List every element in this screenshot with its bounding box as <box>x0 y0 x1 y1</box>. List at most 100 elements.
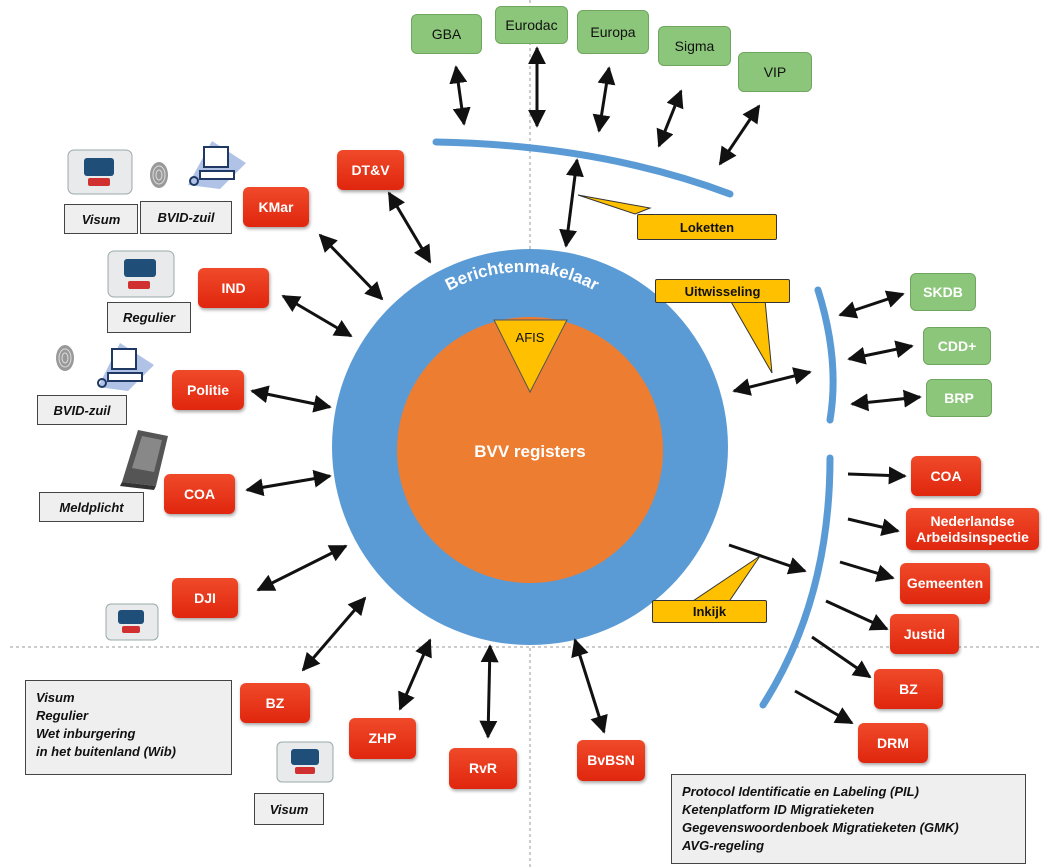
label-meldplicht: Meldplicht <box>39 492 144 522</box>
meldplicht-terminal-icon <box>120 430 168 490</box>
system-brp[interactable]: BRP <box>926 379 992 417</box>
system-europa[interactable]: Europa <box>577 10 649 54</box>
system-eurodac[interactable]: Eurodac <box>495 6 568 44</box>
system-europa-label: Europa <box>590 23 636 40</box>
callout-uitwisseling-label: Uitwisseling <box>684 283 761 299</box>
party-kmar[interactable]: KMar <box>243 187 309 227</box>
system-vip[interactable]: VIP <box>738 52 812 92</box>
party-rvr[interactable]: RvR <box>449 748 517 789</box>
afis-label: AFIS <box>516 330 545 345</box>
fingerprint-icon <box>56 345 74 371</box>
party-bvbsn[interactable]: BvBSN <box>577 740 645 781</box>
party-coa-left[interactable]: COA <box>164 474 235 514</box>
system-gba[interactable]: GBA <box>411 14 482 54</box>
label-bvid-zuil-mid: BVID-zuil <box>37 395 127 425</box>
label-bvid-zuil-top: BVID-zuil <box>140 201 232 234</box>
computer-terminal-icon <box>97 343 154 391</box>
center-label: BVV registers <box>474 442 586 461</box>
party-drm-label: DRM <box>877 734 909 751</box>
party-coa-left-label: COA <box>183 485 216 502</box>
note-right-line: AVG-regeling <box>682 838 765 853</box>
party-rvr-label: RvR <box>468 760 497 777</box>
label-regulier-text: Regulier <box>122 310 175 325</box>
party-gemeenten-label: Gemeenten <box>906 575 984 592</box>
party-dtv-label: DT&V <box>351 161 390 178</box>
note-left-line: Regulier <box>36 708 89 723</box>
party-kmar-label: KMar <box>258 198 294 215</box>
party-zhp-label: ZHP <box>368 730 397 747</box>
party-dtv[interactable]: DT&V <box>337 150 404 190</box>
system-cdd[interactable]: CDD+ <box>923 327 991 365</box>
label-visum-top: Visum <box>64 204 138 234</box>
label-visum-bottom-text: Visum <box>269 801 309 817</box>
party-bvbsn-label: BvBSN <box>587 752 635 769</box>
note-left-line: in het buitenland (Wib) <box>36 744 176 759</box>
party-arbeidsinspectie-label: Nederlandse Arbeidsinspectie <box>916 512 1029 545</box>
loketten-pointer <box>577 194 652 215</box>
system-skdb[interactable]: SKDB <box>910 273 976 311</box>
party-gemeenten[interactable]: Gemeenten <box>900 563 990 604</box>
system-brp-label: BRP <box>944 389 974 406</box>
note-right-list: Protocol Identificatie en Labeling (PIL)… <box>671 774 1026 864</box>
note-right-line: Gegevenswoordenboek Migratieketen (GMK) <box>682 820 959 835</box>
uitwisseling-pointer <box>729 299 773 374</box>
party-ind[interactable]: IND <box>198 268 269 308</box>
afis-wedge <box>493 319 568 394</box>
label-bvid-zuil-mid-text: BVID-zuil <box>53 402 111 418</box>
label-visum-bottom: Visum <box>254 793 324 825</box>
system-cdd-label: CDD+ <box>937 337 977 354</box>
callout-inkijk-label: Inkijk <box>692 604 727 619</box>
fingerprint-scanner-icon <box>107 250 175 298</box>
note-left-line: Wet inburgering <box>36 726 136 741</box>
party-ind-label: IND <box>221 279 246 296</box>
fingerprint-icon <box>150 162 168 188</box>
fingerprint-scanner-icon <box>276 741 334 783</box>
note-right-line: Ketenplatform ID Migratieketen <box>682 802 875 817</box>
system-vip-label: VIP <box>763 63 787 80</box>
note-left-list: Visum Regulier Wet inburgering in het bu… <box>25 680 232 775</box>
label-visum-top-text: Visum <box>81 211 121 227</box>
callout-loketten: Loketten <box>637 214 777 240</box>
fingerprint-scanner-icon <box>105 603 159 641</box>
system-gba-label: GBA <box>431 25 462 42</box>
party-coa-right-label: COA <box>930 467 962 484</box>
callout-loketten-label: Loketten <box>679 219 735 235</box>
party-coa-right[interactable]: COA <box>911 456 981 496</box>
note-left-line: Visum <box>36 690 75 705</box>
bvv-core <box>397 317 663 583</box>
callout-uitwisseling: Uitwisseling <box>655 279 790 303</box>
party-bz-right-label: BZ <box>899 680 918 697</box>
inkijk-pointer <box>688 555 761 604</box>
party-zhp[interactable]: ZHP <box>349 718 416 759</box>
right-system-arrows <box>732 290 922 412</box>
party-bz-right[interactable]: BZ <box>874 669 943 709</box>
party-politie[interactable]: Politie <box>172 370 244 410</box>
party-politie-label: Politie <box>186 381 229 398</box>
party-arbeidsinspectie[interactable]: Nederlandse Arbeidsinspectie <box>906 508 1039 550</box>
system-sigma-label: Sigma <box>674 37 715 54</box>
label-meldplicht-text: Meldplicht <box>59 499 124 515</box>
top-arrows <box>449 46 761 248</box>
party-bz-left[interactable]: BZ <box>240 683 310 723</box>
callout-inkijk: Inkijk <box>652 600 767 623</box>
top-arc <box>432 138 734 198</box>
computer-terminal-icon <box>188 141 246 189</box>
left-arrows <box>245 191 608 739</box>
party-justid-label: Justid <box>903 625 946 642</box>
right-lower-arc <box>759 454 834 709</box>
note-right-line: Protocol Identificatie en Labeling (PIL) <box>682 784 919 799</box>
system-skdb-label: SKDB <box>923 283 963 300</box>
label-bvid-zuil-top-text: BVID-zuil <box>157 210 215 225</box>
system-eurodac-label: Eurodac <box>505 16 558 33</box>
right-party-arrows <box>728 466 907 725</box>
party-bz-left-label: BZ <box>265 694 285 711</box>
right-upper-arc <box>814 286 837 424</box>
party-drm[interactable]: DRM <box>858 723 928 763</box>
party-dji-label: DJI <box>194 589 216 606</box>
party-dji[interactable]: DJI <box>172 578 238 618</box>
party-justid[interactable]: Justid <box>890 614 959 654</box>
label-regulier: Regulier <box>107 302 191 333</box>
system-sigma[interactable]: Sigma <box>658 26 731 66</box>
